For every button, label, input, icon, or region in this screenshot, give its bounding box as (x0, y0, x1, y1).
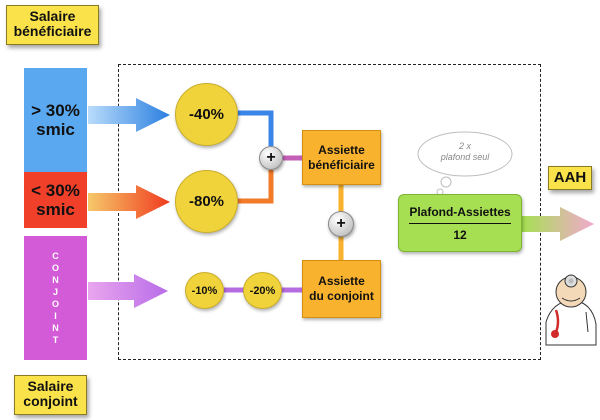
assiette-beneficiaire-line2: bénéficiaire (308, 157, 375, 172)
conjoint-letter: O (51, 263, 59, 273)
circle-minus-40-text: -40% (188, 106, 225, 123)
plus-operator-mid: + (328, 211, 354, 237)
circle-minus-40: -40% (175, 83, 238, 146)
plus-mid-text: + (336, 215, 346, 232)
connector-top-circle (238, 110, 274, 146)
conjoint-letter: N (52, 323, 59, 333)
band-conjoint: C O N J O I N T (24, 236, 87, 360)
circle-minus-20: -20% (243, 272, 282, 309)
plafond-numerator: Plafond-Assiettes (409, 195, 511, 224)
conjoint-letter: O (51, 299, 59, 309)
assiette-conjoint-box: Assiette du conjoint (302, 260, 381, 318)
assiette-beneficiaire-box: Assiette bénéficiaire (302, 130, 381, 185)
plafond-denominator: 12 (453, 228, 467, 242)
arrow-conjoint (88, 274, 168, 308)
band-above-30-smic: > 30% smic (24, 68, 87, 172)
assiette-beneficiaire-line1: Assiette (318, 142, 365, 157)
salaire-beneficiaire-label: Salaire bénéficiaire (6, 5, 99, 45)
circle-minus-80: -80% (175, 170, 238, 233)
arrow-above (88, 98, 170, 132)
circle-minus-10: -10% (185, 272, 224, 309)
conjoint-letter: T (52, 335, 59, 345)
aah-text: AAH (553, 169, 587, 186)
assiette-conjoint-line1: Assiette (318, 274, 365, 288)
plus-operator-top: + (259, 146, 283, 170)
aah-label: AAH (548, 166, 592, 190)
band-below-line1: < 30% (31, 181, 80, 200)
conjoint-letter: N (52, 275, 59, 285)
conjoint-letter: C (52, 251, 59, 261)
connector-bottom-circle (238, 170, 274, 204)
circle-minus-80-text: -80% (188, 193, 225, 210)
circle-minus-10-text: -10% (191, 284, 218, 297)
salaire-conjoint-label: Salaire conjoint (14, 375, 87, 415)
assiette-conjoint-line2: du conjoint (309, 289, 374, 303)
band-below-30-smic: < 30% smic (24, 172, 87, 228)
salaire-conjoint-line2: conjoint (23, 393, 78, 409)
thought-bubble-dot-1 (440, 176, 452, 188)
arrow-below (88, 185, 170, 219)
band-below-line2: smic (36, 200, 75, 219)
band-above-line2: smic (36, 120, 75, 139)
thought-bubble-line2: plafond seul (440, 152, 490, 162)
salaire-beneficiaire-line1: Salaire (29, 8, 76, 24)
conjoint-letter: J (52, 287, 58, 297)
salaire-beneficiaire-line2: bénéficiaire (13, 23, 92, 39)
thought-bubble-line1: 2 x (458, 141, 471, 151)
doctor-icon (545, 274, 597, 346)
thought-bubble (417, 131, 513, 177)
band-above-line1: > 30% (31, 101, 80, 120)
thought-bubble-text: 2 x plafond seul (420, 141, 510, 163)
circle-minus-20-text: -20% (249, 284, 276, 297)
conjoint-letter: I (54, 311, 57, 321)
conjoint-letters: C O N J O I N T (52, 250, 59, 346)
salaire-conjoint-line1: Salaire (27, 378, 74, 394)
plafond-formula-box: Plafond-Assiettes 12 (398, 194, 522, 252)
plus-top-text: + (266, 149, 276, 166)
arrow-output (522, 207, 594, 241)
calculation-frame (118, 64, 541, 360)
